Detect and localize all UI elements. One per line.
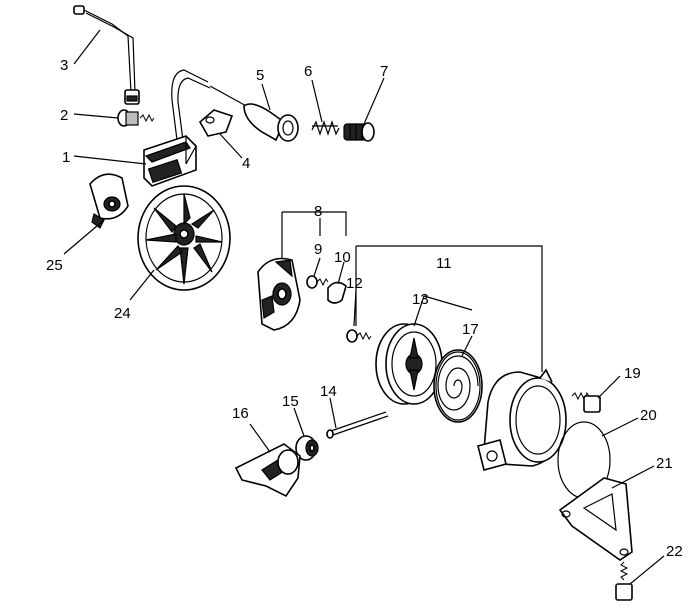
part-bracket xyxy=(558,477,633,561)
callout-labels: 3 2 1 4 5 6 7 8 9 10 11 12 13 14 15 16 1… xyxy=(46,57,683,560)
callout-label-13: 13 xyxy=(412,291,429,308)
part-pawl-housing xyxy=(257,257,301,331)
part-clip xyxy=(198,109,234,137)
part-terminal xyxy=(343,122,375,142)
part-handle xyxy=(234,443,301,498)
part-pulley xyxy=(375,323,443,405)
part-screw-2 xyxy=(117,109,155,127)
part-screw-12 xyxy=(346,329,372,343)
callout-label-7: 7 xyxy=(380,63,388,80)
callout-label-25: 25 xyxy=(46,257,63,274)
part-ignition-coil xyxy=(143,69,211,187)
callout-label-1: 1 xyxy=(62,149,70,166)
callout-label-19: 19 xyxy=(624,365,641,382)
callout-label-15: 15 xyxy=(282,393,299,410)
part-rope xyxy=(326,411,389,439)
callout-label-4: 4 xyxy=(242,155,250,172)
callout-label-6: 6 xyxy=(304,63,312,80)
callout-label-20: 20 xyxy=(640,407,657,424)
callout-label-24: 24 xyxy=(114,305,131,322)
callout-label-16: 16 xyxy=(232,405,249,422)
part-starter-case xyxy=(477,368,567,471)
callout-label-2: 2 xyxy=(60,107,68,124)
callout-label-9: 9 xyxy=(314,241,322,258)
part-bolt-22 xyxy=(615,561,633,601)
callout-label-3: 3 xyxy=(60,57,68,74)
part-spring xyxy=(311,120,340,136)
part-pawl xyxy=(327,281,347,304)
part-rope-guide xyxy=(295,435,319,461)
callout-label-12: 12 xyxy=(346,275,363,292)
callout-label-10: 10 xyxy=(334,249,351,266)
callout-label-17: 17 xyxy=(462,321,479,338)
part-shoe xyxy=(89,173,129,229)
callout-label-22: 22 xyxy=(666,543,683,560)
callout-label-5: 5 xyxy=(256,67,264,84)
part-plug-boot xyxy=(209,85,299,142)
callout-label-21: 21 xyxy=(656,455,673,472)
part-recoil-spring xyxy=(433,349,483,423)
part-bolt-19 xyxy=(571,391,601,413)
callout-label-11: 11 xyxy=(436,255,452,272)
part-wire-lead xyxy=(73,5,140,105)
part-screw-9 xyxy=(306,275,329,289)
callout-label-14: 14 xyxy=(320,383,337,400)
leader-lines xyxy=(63,29,665,585)
part-flywheel xyxy=(137,185,231,291)
callout-label-8: 8 xyxy=(314,203,322,220)
